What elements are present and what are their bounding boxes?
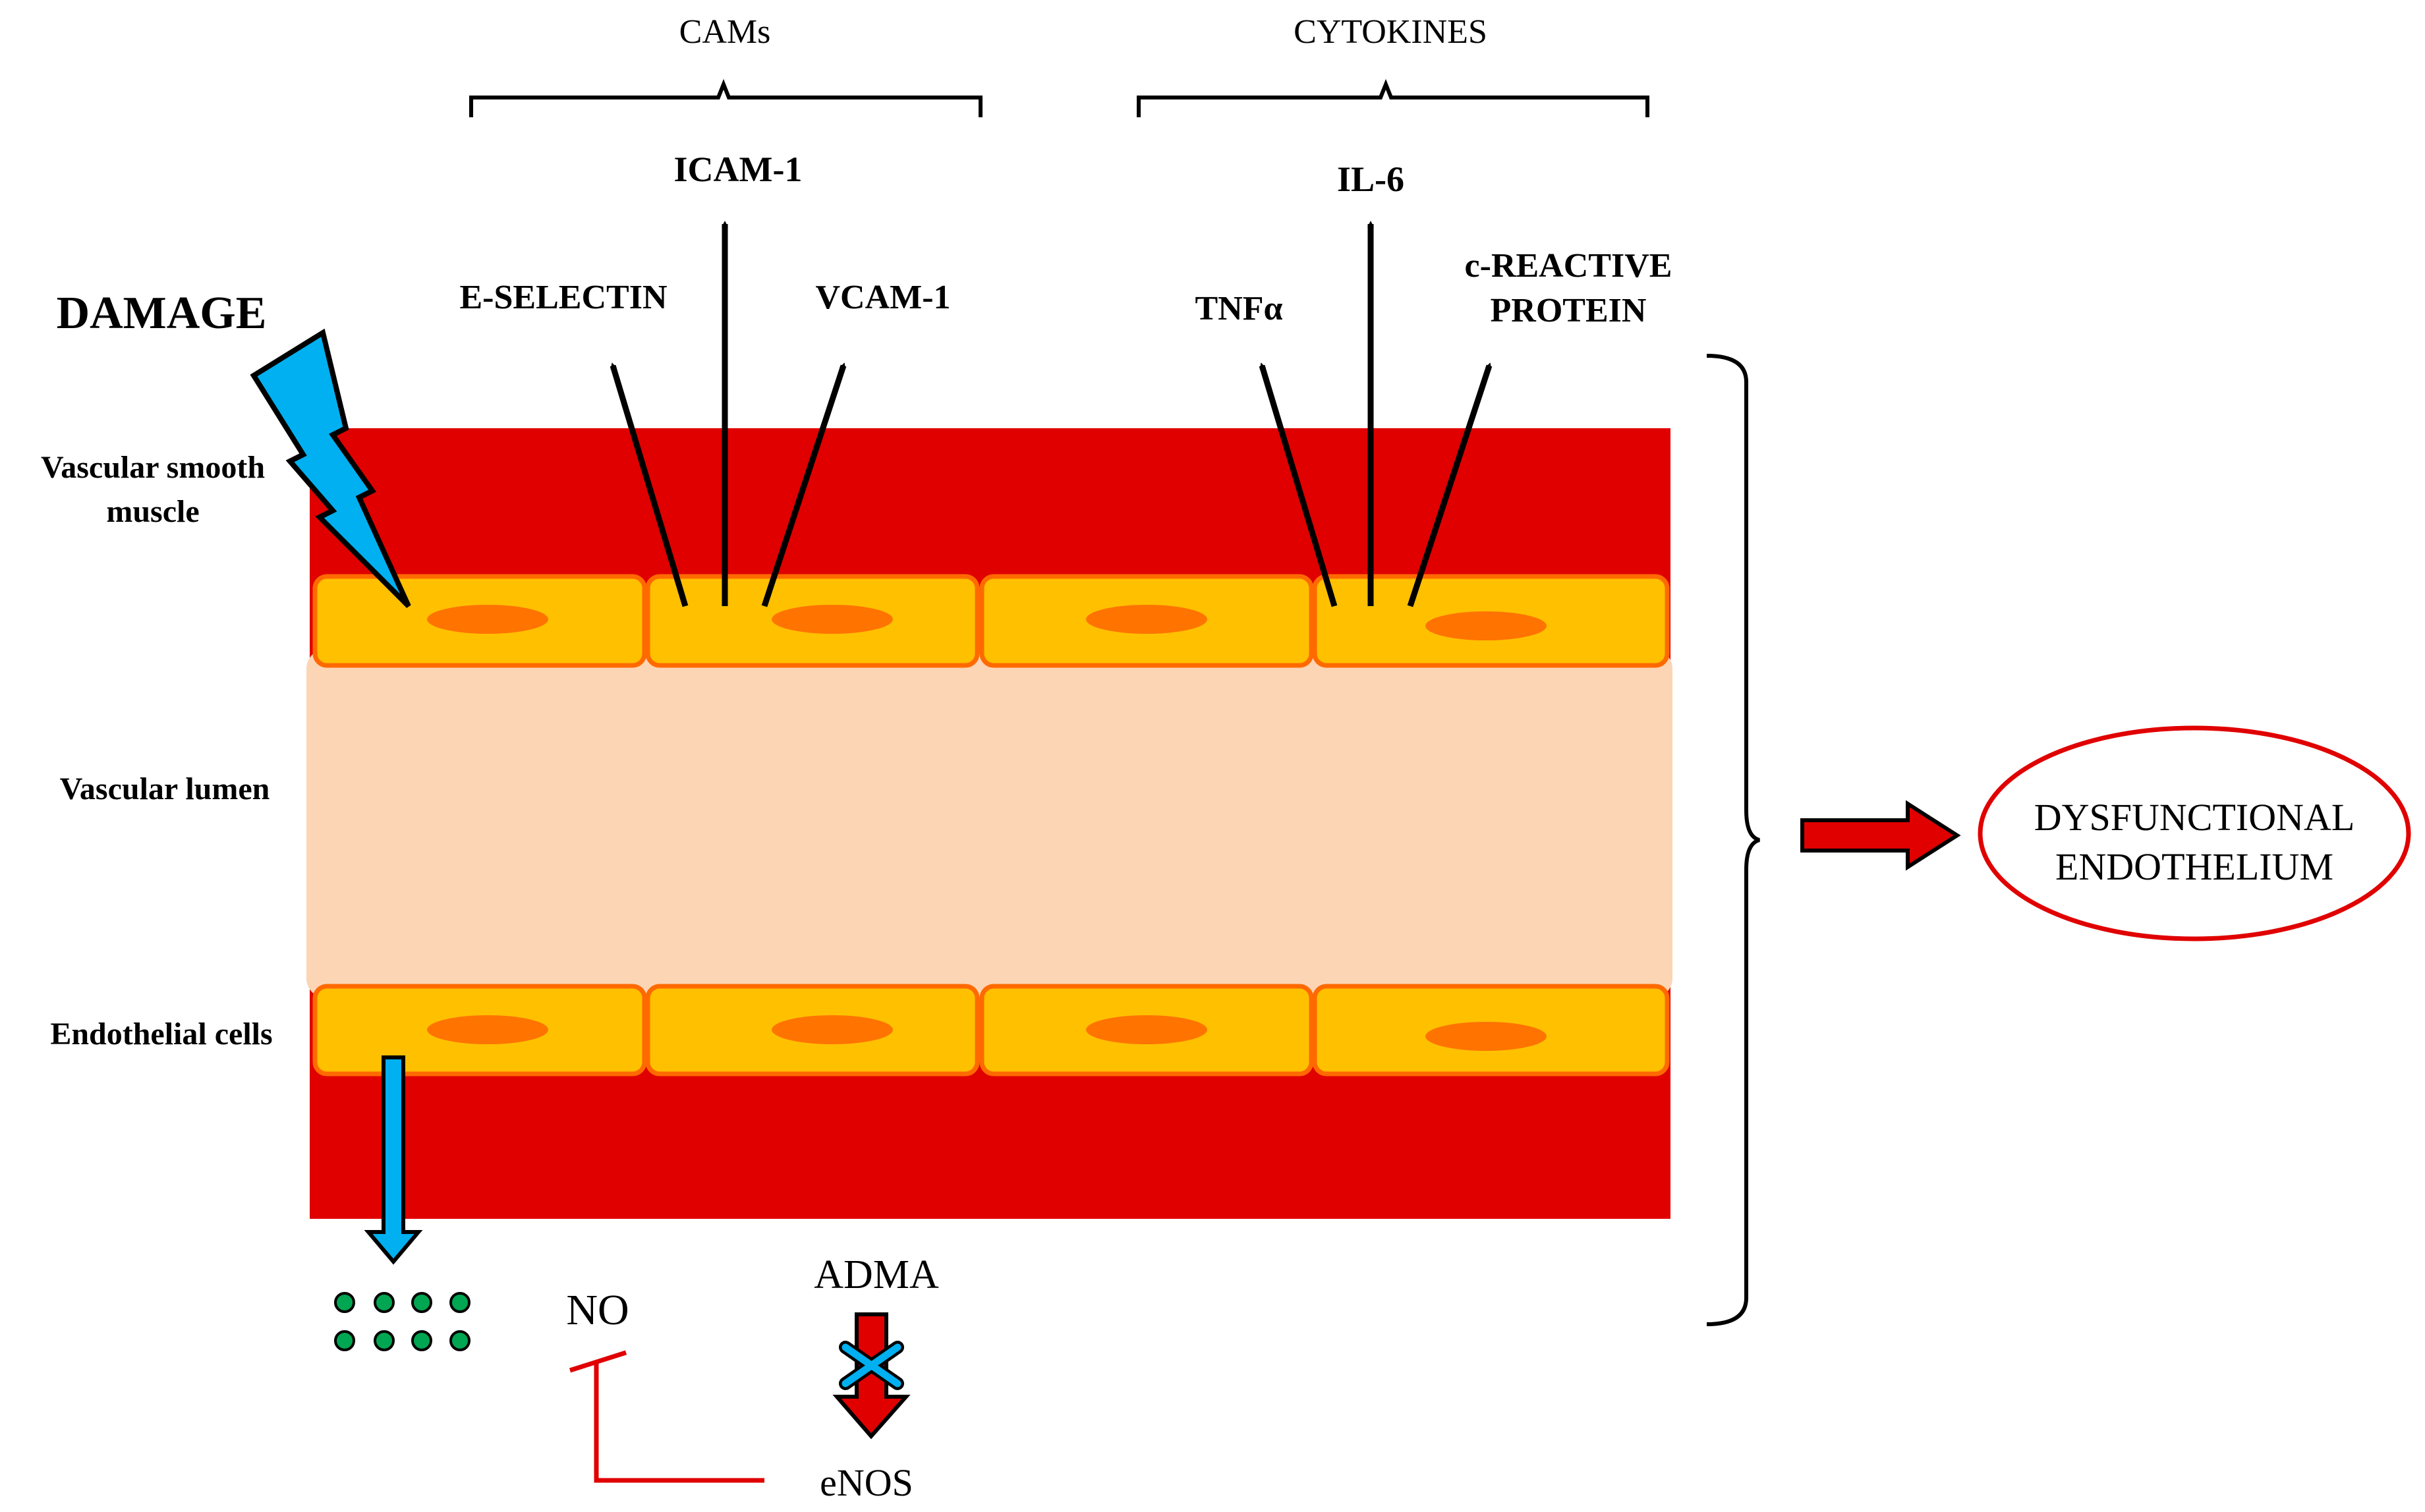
- no-molecule-dot: [411, 1330, 432, 1351]
- inhibition-line: [594, 1364, 764, 1483]
- outcome-ellipse: [1978, 725, 2411, 941]
- no-molecule-dot: [411, 1292, 432, 1313]
- vcam1-label: VCAM-1: [815, 279, 950, 316]
- cams-bracket: [469, 78, 983, 117]
- outcome-bracket: [1706, 354, 1761, 1326]
- icam1-label: ICAM-1: [674, 150, 803, 189]
- eselectin-label: E-SELECTIN: [460, 279, 668, 316]
- adma-label: ADMA: [814, 1252, 939, 1297]
- smooth-muscle-label-line2: muscle: [106, 494, 199, 529]
- bottom-endothelial-row: [312, 984, 1670, 1077]
- cell-nucleus: [1425, 1022, 1547, 1051]
- arrow-to-vcam1: [761, 362, 847, 607]
- outcome-arrow: [1800, 800, 1961, 871]
- cell-nucleus: [772, 1015, 893, 1044]
- cell-nucleus: [1086, 1015, 1207, 1044]
- lumen-label: Vascular lumen: [60, 771, 270, 806]
- cell-nucleus: [427, 605, 548, 634]
- crp-label-line2: PROTEIN: [1491, 292, 1647, 329]
- outcome-label-line1: DYSFUNCTIONAL: [2034, 796, 2355, 839]
- no-molecule-dot: [334, 1292, 355, 1313]
- smooth-muscle-label-line1: Vascular smooth: [41, 450, 265, 485]
- crp-label-line1: c-REACTIVE: [1465, 247, 1672, 285]
- arrow-to-eselectin: [610, 362, 689, 607]
- outcome-label-line2: ENDOTHELIUM: [2055, 845, 2333, 888]
- cytokines-bracket: [1137, 78, 1649, 117]
- no-molecule-dot: [449, 1330, 471, 1351]
- no-molecule-dot: [449, 1292, 471, 1313]
- cell-nucleus: [427, 1015, 548, 1044]
- no-release-arrow: [364, 1055, 423, 1265]
- cell-nucleus: [772, 605, 893, 634]
- cams-label: CAMs: [679, 13, 771, 51]
- cell-nucleus: [1086, 605, 1207, 634]
- no-label: NO: [566, 1286, 629, 1334]
- no-molecule-dot: [374, 1292, 395, 1313]
- no-molecule-dot: [374, 1330, 395, 1351]
- vascular-lumen: [306, 649, 1672, 998]
- adma-arrow: [832, 1312, 911, 1440]
- no-molecule-dot: [334, 1330, 355, 1351]
- top-endothelial-row: [312, 574, 1670, 668]
- no-molecules: [334, 1292, 471, 1351]
- inhibition-bar: [569, 1350, 627, 1373]
- lightning-bolt-icon: [250, 328, 411, 608]
- enos-label: eNOS: [820, 1461, 913, 1504]
- damage-label: DAMAGE: [57, 288, 267, 339]
- il6-label: IL-6: [1337, 159, 1404, 199]
- cytokines-label: CYTOKINES: [1294, 13, 1487, 51]
- cell-nucleus: [1425, 611, 1547, 640]
- block-cross-icon: [839, 1341, 904, 1390]
- endothelial-label: Endothelial cells: [50, 1017, 272, 1051]
- arrow-to-tnfa: [1259, 362, 1338, 607]
- arrow-to-crp: [1407, 362, 1493, 607]
- tnfa-label: TNFα: [1195, 290, 1282, 327]
